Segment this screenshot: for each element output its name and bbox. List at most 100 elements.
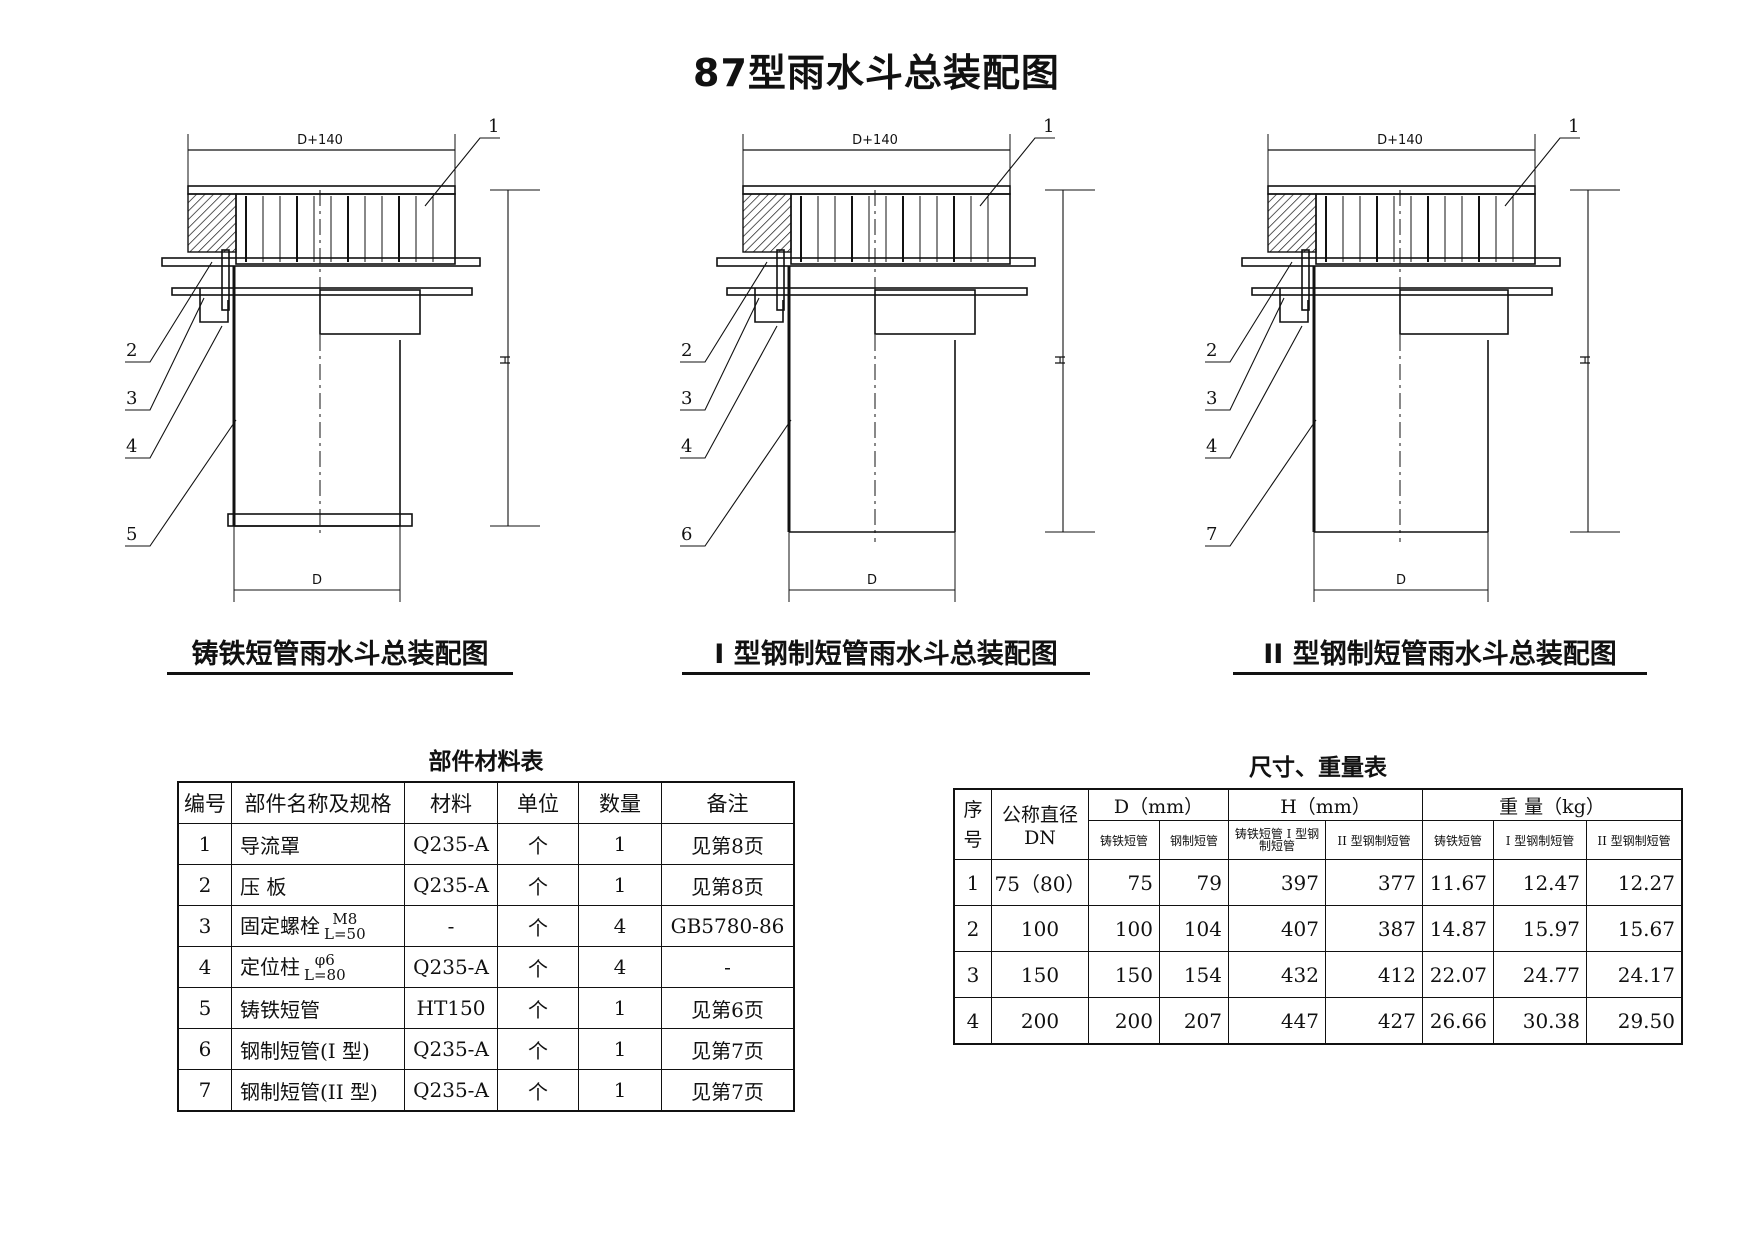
table-cell: 79 — [1159, 859, 1229, 906]
hatched-section — [1267, 193, 1317, 253]
dim-label-top: D+140 — [1377, 133, 1423, 148]
cell-name: 钢制短管(II 型) — [231, 1069, 405, 1112]
cell-unit: 个 — [497, 1069, 579, 1112]
page-title: 87型雨水斗总装配图 — [693, 51, 1060, 95]
callout-label: 1 — [1043, 116, 1054, 137]
cell-no: 3 — [177, 905, 232, 947]
cell-unit-text: 个 — [528, 915, 548, 940]
cell-note: 见第6页 — [661, 987, 795, 1029]
cell-qty: 1 — [578, 864, 662, 906]
table-cell: 207 — [1159, 997, 1229, 1045]
cell-name-text: 铸铁短管 — [240, 997, 320, 1022]
hatched-section — [742, 193, 792, 253]
fixing-bolt — [221, 249, 230, 311]
cell-note: GB5780-86 — [661, 905, 795, 947]
table-cell: 75（80） — [991, 859, 1089, 906]
leader-line — [680, 325, 778, 459]
callout-label: 1 — [1568, 116, 1579, 137]
table-cell: 24.17 — [1586, 951, 1683, 998]
callout-label: 3 — [126, 388, 137, 409]
dim-label-bottom: D — [312, 573, 322, 588]
col-no: 编号 — [177, 781, 232, 824]
callout-label: 7 — [1206, 524, 1217, 545]
cell-unit: 个 — [497, 946, 579, 988]
cell-name-text: 压 板 — [240, 874, 287, 899]
callout-label: 2 — [681, 340, 692, 361]
leader-line — [424, 137, 500, 207]
cell-qty: 1 — [578, 823, 662, 865]
table-cell: 397 — [1228, 859, 1326, 906]
table-cell: 29.50 — [1586, 997, 1683, 1045]
dim-label-side: H — [496, 355, 511, 365]
col-h: H（mm） — [1228, 788, 1423, 821]
cell-note-text: 见第6页 — [691, 997, 764, 1022]
cell-no-text: 3 — [198, 914, 212, 938]
table-cell: 11.67 — [1422, 859, 1494, 906]
cell-qty-text: 1 — [613, 873, 627, 897]
dims-table-title: 尺寸、重量表 — [1249, 755, 1387, 781]
cell-qty: 4 — [578, 905, 662, 947]
cell-unit: 个 — [497, 864, 579, 906]
cover-grille-frame — [1315, 193, 1536, 265]
cell-unit: 个 — [497, 1028, 579, 1070]
pressure-plate — [1251, 287, 1553, 296]
table-cell: 14.87 — [1422, 905, 1494, 952]
cell-name-text: 钢制短管(I 型) — [240, 1038, 370, 1063]
table-cell: 15.97 — [1493, 905, 1587, 952]
table-cell: 104 — [1159, 905, 1229, 952]
dim-label-bottom: D — [1396, 573, 1406, 588]
fixing-bolt — [776, 249, 785, 311]
table-cell: 3 — [953, 951, 992, 998]
cell-note-text: 见第8页 — [691, 874, 764, 899]
table-cell: 30.38 — [1493, 997, 1587, 1045]
cover-grille-frame — [235, 193, 456, 265]
cell-qty-text: 1 — [613, 1037, 627, 1061]
leader-line — [1205, 261, 1293, 363]
cell-material: HT150 — [404, 987, 498, 1029]
cell-name-text: 导流罩 — [240, 833, 300, 858]
cell-qty-text: 1 — [613, 996, 627, 1020]
table-cell: 2 — [953, 905, 992, 952]
bracket-profile — [199, 288, 229, 323]
cell-material-text: - — [447, 914, 455, 938]
leader-line — [125, 419, 237, 547]
cell-no: 5 — [177, 987, 232, 1029]
leader-line — [979, 137, 1055, 207]
table-cell: 150 — [991, 951, 1089, 998]
dim-label-bottom: D — [867, 573, 877, 588]
cell-unit-text: 个 — [528, 874, 548, 899]
callout-label: 1 — [488, 116, 499, 137]
cell-no-text: 2 — [198, 873, 212, 897]
cell-no: 4 — [177, 946, 232, 988]
cell-no-text: 1 — [198, 832, 212, 856]
table-cell: 412 — [1325, 951, 1423, 998]
callout-label: 4 — [126, 436, 137, 457]
cell-no: 7 — [177, 1069, 232, 1112]
cell-note-text: 见第7页 — [691, 1038, 764, 1063]
table-cell: 432 — [1228, 951, 1326, 998]
cell-qty-text: 4 — [613, 955, 627, 979]
cell-qty-text: 4 — [613, 914, 627, 938]
hatched-section — [187, 193, 237, 253]
inner-sleeve — [319, 289, 421, 335]
cell-note-text: - — [724, 955, 731, 979]
sub-w-type1: I 型钢制短管 — [1493, 820, 1587, 860]
cell-material-text: Q235-A — [413, 955, 489, 979]
cell-note: 见第8页 — [661, 864, 795, 906]
cell-no: 1 — [177, 823, 232, 865]
leader-line — [1205, 419, 1317, 547]
cell-qty: 1 — [578, 1028, 662, 1070]
cell-unit-text: 个 — [528, 833, 548, 858]
col-name: 部件名称及规格 — [231, 781, 405, 824]
cell-name-text: 固定螺栓 — [240, 913, 320, 938]
cell-name: 压 板 — [231, 864, 405, 906]
upper-flange — [716, 257, 1036, 267]
leader-line — [125, 261, 213, 363]
callout-label: 6 — [681, 524, 692, 545]
cell-material: - — [404, 905, 498, 947]
